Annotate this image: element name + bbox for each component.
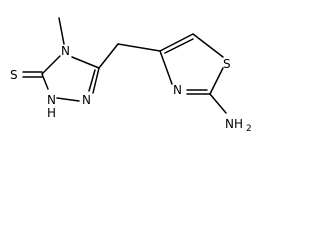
atom-s-thiazole: S [223, 57, 231, 71]
atom-n4: N [61, 44, 70, 58]
bond-n4-c3 [71, 56, 100, 69]
bond-c2-nh2 [209, 93, 227, 114]
atom-n1: N [47, 93, 56, 107]
bond-n1-c5 [41, 73, 49, 90]
thiazole-ring [159, 33, 224, 95]
molecule-structure: S N N N H S N NH 2 [10, 17, 252, 134]
triazole-ring [41, 55, 100, 102]
bond-s1-c2 [209, 67, 224, 95]
bond-c4-c5-double [164, 38, 194, 54]
atom-amino-subscript: 2 [246, 124, 252, 134]
atom-amino-n: NH [225, 117, 243, 131]
atom-n-thiazole: N [173, 83, 182, 97]
bond-n3-c4 [159, 50, 173, 85]
atom-s-thione: S [10, 68, 18, 82]
atom-n2: N [82, 93, 91, 107]
bond-c5-s1 [192, 33, 224, 58]
atom-h: H [47, 106, 56, 120]
bond-ch2-c4 [117, 43, 161, 52]
bond-c3-ch2 [98, 43, 119, 69]
bond-c4-c5 [159, 33, 194, 52]
bond-c3-n2-double [88, 69, 96, 92]
bond-n4-methyl [58, 17, 65, 45]
bond-n2-n1 [56, 97, 80, 102]
bond-c3-n2 [92, 67, 100, 94]
bond-c5-n4 [41, 55, 61, 75]
